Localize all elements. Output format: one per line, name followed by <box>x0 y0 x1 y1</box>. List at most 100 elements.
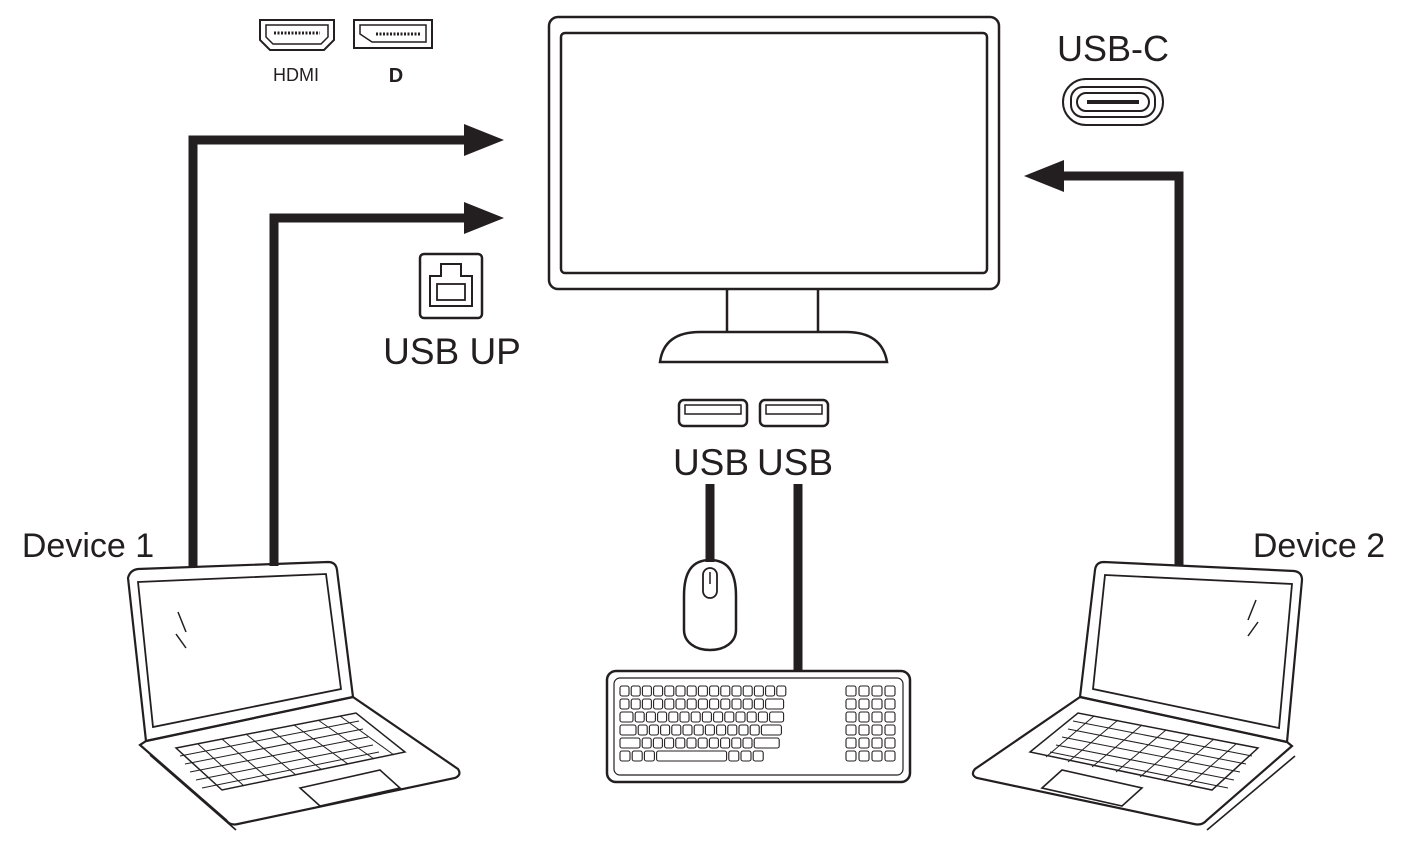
keyboard-key <box>724 711 735 723</box>
keyboard-key <box>731 698 742 710</box>
usb-label-right: USB <box>757 442 833 483</box>
keyboard-key <box>871 685 883 697</box>
keyboard-key <box>653 698 664 710</box>
keyboard-key <box>686 685 697 697</box>
keyboard-key <box>668 711 679 723</box>
keyboard-key <box>653 685 664 697</box>
keyboard-key <box>753 737 780 749</box>
device-1-label: Device 1 <box>22 527 154 565</box>
keyboard-key <box>749 724 760 736</box>
keyboard-key <box>742 685 753 697</box>
keyboard-key <box>709 685 720 697</box>
keyboard-key <box>709 698 720 710</box>
keyboard-key <box>690 711 701 723</box>
keyboard-key <box>619 685 630 697</box>
hdmi-port-icon <box>259 19 335 51</box>
keyboard-key <box>619 737 641 749</box>
keyboard-key <box>630 698 641 710</box>
keyboard-key <box>720 685 731 697</box>
keyboard-key <box>884 698 896 710</box>
keyboard-key <box>656 750 728 762</box>
keyboard-key <box>671 724 682 736</box>
keyboard-key <box>871 724 883 736</box>
usb-c-label: USB-C <box>1057 28 1169 69</box>
keyboard-key <box>731 737 742 749</box>
keyboard-key <box>648 724 659 736</box>
keyboard-key <box>884 711 896 723</box>
keyboard-key <box>731 685 742 697</box>
keyboard-key <box>686 698 697 710</box>
usb-up-label: USB UP <box>383 331 521 372</box>
keyboard-key <box>693 724 704 736</box>
keyboard-key <box>634 711 645 723</box>
keyboard-key <box>664 698 675 710</box>
keyboard-key <box>701 711 712 723</box>
keyboard-key <box>765 698 785 710</box>
keyboard-key <box>884 750 896 762</box>
keyboard-key <box>645 711 656 723</box>
keyboard-key <box>871 711 883 723</box>
keyboard-key <box>753 698 764 710</box>
keyboard-key <box>845 737 857 749</box>
keyboard-key <box>858 711 870 723</box>
device-2-label: Device 2 <box>1253 527 1385 565</box>
keyboard-key <box>619 698 630 710</box>
keyboard-key <box>765 685 776 697</box>
keyboard-key <box>643 750 655 762</box>
keyboard-key <box>738 724 749 736</box>
keyboard-key <box>746 711 757 723</box>
keyboard-key <box>742 698 753 710</box>
keyboard-icon <box>605 669 912 784</box>
laptop-icon <box>126 560 461 831</box>
keyboard-key <box>845 711 857 723</box>
usb-label-left: USB <box>673 442 749 483</box>
usb-a-port-icon <box>677 398 749 428</box>
keyboard-key <box>697 737 708 749</box>
keyboard-key <box>641 698 652 710</box>
keyboard-key <box>631 750 643 762</box>
keyboard-key <box>871 698 883 710</box>
keyboard-key <box>858 698 870 710</box>
keyboard-key <box>652 737 663 749</box>
keyboard-key <box>619 750 631 762</box>
keyboard-key <box>664 737 675 749</box>
keyboard-key <box>697 685 708 697</box>
keyboard-key <box>858 724 870 736</box>
keyboard-key <box>776 685 787 697</box>
keyboard-key <box>720 737 731 749</box>
keyboard-key <box>720 698 731 710</box>
keyboard-key <box>713 711 724 723</box>
usb-c-port-icon <box>1062 78 1164 126</box>
keyboard-key <box>871 750 883 762</box>
keyboard-key <box>871 737 883 749</box>
keyboard-key <box>641 685 652 697</box>
keyboard-key <box>727 724 738 736</box>
keyboard-key <box>619 711 634 723</box>
keyboard-key <box>884 737 896 749</box>
hdmi-label: HDMI <box>273 65 319 85</box>
keyboard-key <box>884 724 896 736</box>
keyboard-key <box>697 698 708 710</box>
keyboard-key <box>708 737 719 749</box>
monitor-icon <box>547 15 1001 364</box>
keyboard-key <box>735 711 746 723</box>
keyboard-key <box>753 685 764 697</box>
keyboard-key <box>845 750 857 762</box>
keyboard-key <box>858 737 870 749</box>
usb-up-cable-arrow <box>269 213 470 566</box>
keyboard-key <box>657 711 668 723</box>
displayport-logo: D <box>389 65 403 87</box>
keyboard-key <box>760 724 782 736</box>
keyboard-key <box>630 685 641 697</box>
keyboard-key <box>845 685 857 697</box>
keyboard-key <box>752 750 764 762</box>
keyboard-key <box>660 724 671 736</box>
usb-a-port-icon <box>758 398 830 428</box>
arrow-icon <box>464 124 504 156</box>
keyboard-key <box>675 685 686 697</box>
keyboard-key <box>637 724 648 736</box>
keyboard-key <box>884 685 896 697</box>
keyboard-key <box>641 737 652 749</box>
keyboard-key <box>845 724 857 736</box>
